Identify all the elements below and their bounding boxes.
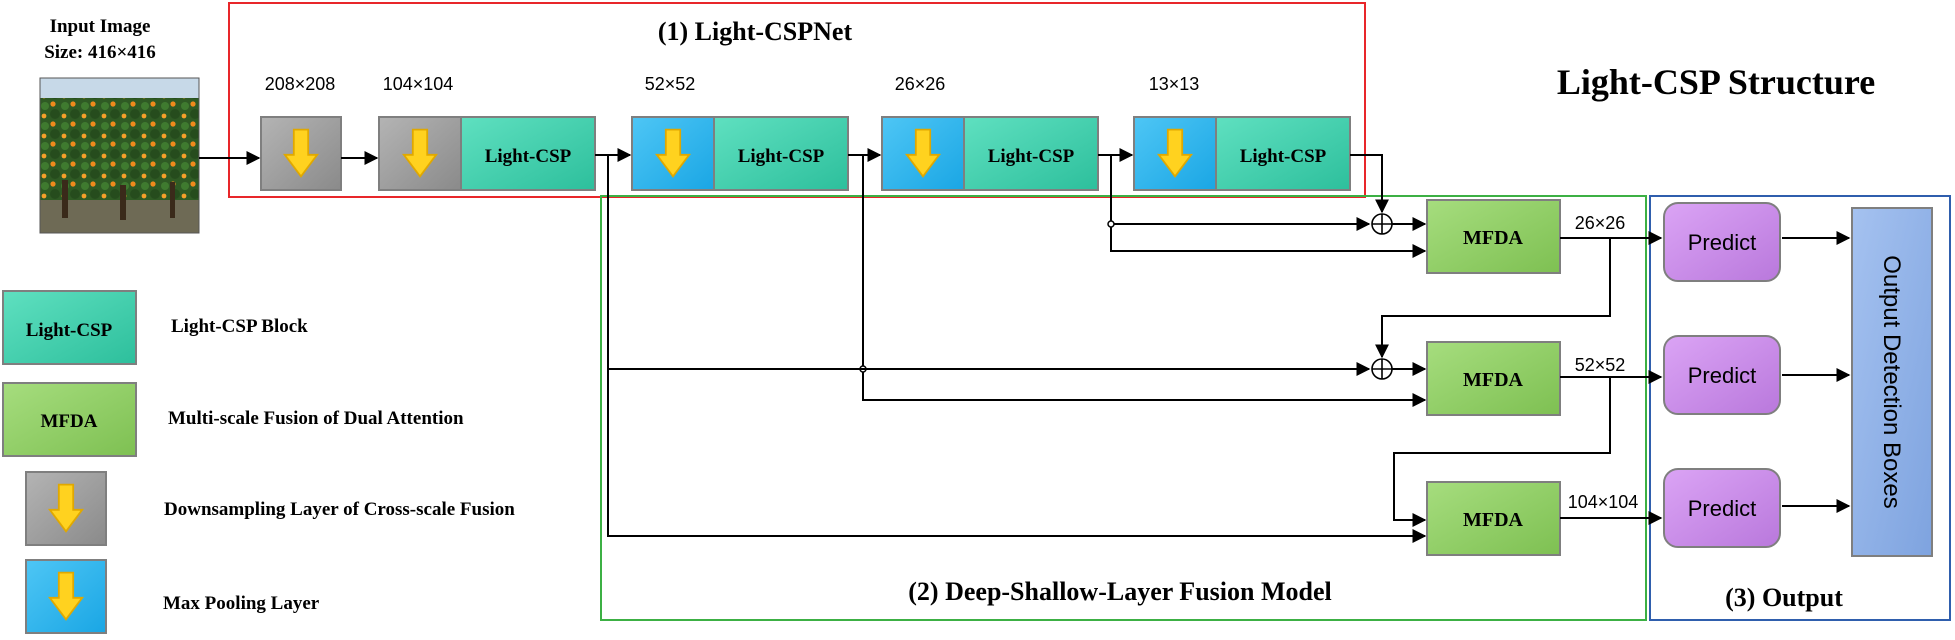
- mfda-label: MFDA: [1463, 227, 1524, 249]
- downsampling-block-1: [260, 116, 342, 191]
- connection-line: [595, 154, 1427, 543]
- legend-label-downsampling: Downsampling Layer of Cross-scale Fusion: [164, 499, 515, 520]
- connection-line: [1350, 154, 1389, 214]
- predict-block-2: Predict: [1663, 335, 1781, 415]
- mfda-scale-2: 52×52: [1575, 355, 1626, 375]
- predict-label: Predict: [1688, 496, 1756, 521]
- mfda-label: MFDA: [1463, 509, 1524, 531]
- input-orchard-image: [39, 77, 200, 234]
- legend: Light-CSP Light-CSP Block MFDA Multi-sca…: [2, 290, 515, 634]
- mfda-block-3: MFDA: [1426, 481, 1561, 556]
- predict-label: Predict: [1688, 230, 1756, 255]
- fusion-model-title: (2) Deep-Shallow-Layer Fusion Model: [908, 577, 1331, 606]
- output-boxes-label: Output Detection Boxes: [1878, 255, 1905, 508]
- fusion-model-frame: [600, 195, 1647, 621]
- scale-label-26: 26×26: [895, 74, 946, 94]
- scale-label-104: 104×104: [383, 74, 454, 94]
- predict-label: Predict: [1688, 363, 1756, 388]
- predict-block-3: Predict: [1663, 468, 1781, 548]
- output-title: (3) Output: [1725, 583, 1843, 612]
- output-detection-boxes: Output Detection Boxes: [1851, 207, 1933, 557]
- structure-title: Light-CSP Structure: [1557, 62, 1875, 102]
- max-pooling-block-3: [1133, 116, 1217, 191]
- light-csp-block-1: Light-CSP: [460, 116, 596, 191]
- legend-item-light-csp: Light-CSP Light-CSP Block: [2, 290, 308, 365]
- connection-line: [1393, 377, 1611, 527]
- mfda-block-2: MFDA: [1426, 341, 1561, 416]
- mfda-label: MFDA: [1463, 369, 1524, 391]
- legend-item-mfda: MFDA Multi-scale Fusion of Dual Attentio…: [2, 382, 464, 457]
- scale-label-13: 13×13: [1149, 74, 1200, 94]
- connection-line: [862, 155, 1427, 407]
- concat-node-1: [1371, 213, 1393, 235]
- light-csp-label: Light-CSP: [1240, 146, 1327, 167]
- concat-node-2: [1371, 358, 1393, 380]
- light-csp-label: Light-CSP: [485, 146, 572, 167]
- max-pooling-block-2: [881, 116, 965, 191]
- connection-line: [1110, 155, 1427, 258]
- legend-symbol-mfda: MFDA: [41, 411, 98, 432]
- legend-label-light-csp: Light-CSP Block: [171, 316, 308, 337]
- light-csp-label: Light-CSP: [738, 146, 825, 167]
- legend-label-max-pooling: Max Pooling Layer: [163, 593, 320, 614]
- light-csp-block-2: Light-CSP: [713, 116, 849, 191]
- input-image-size: Size: 416×416: [44, 42, 156, 63]
- predict-block-1: Predict: [1663, 202, 1781, 282]
- light-cspnet-title: (1) Light-CSPNet: [658, 17, 853, 46]
- legend-symbol-light-csp: Light-CSP: [26, 320, 113, 341]
- mfda-block-1: MFDA: [1426, 199, 1561, 274]
- light-csp-block-4: Light-CSP: [1215, 116, 1351, 191]
- legend-item-max-pooling: Max Pooling Layer: [25, 559, 320, 634]
- output-frame: [1649, 195, 1951, 621]
- max-pooling-block-1: [631, 116, 715, 191]
- legend-label-mfda: Multi-scale Fusion of Dual Attention: [168, 408, 464, 429]
- mfda-scale-3: 104×104: [1568, 492, 1639, 512]
- downsampling-block-2: [378, 116, 462, 191]
- connection-line: [1375, 238, 1611, 359]
- input-image-title: Input Image: [50, 16, 151, 37]
- scale-label-208: 208×208: [265, 74, 336, 94]
- junction-dot: [1107, 220, 1115, 228]
- light-csp-block-3: Light-CSP: [963, 116, 1099, 191]
- light-csp-label: Light-CSP: [988, 146, 1075, 167]
- mfda-scale-1: 26×26: [1575, 213, 1626, 233]
- legend-item-downsampling: Downsampling Layer of Cross-scale Fusion: [25, 471, 515, 546]
- scale-label-52: 52×52: [645, 74, 696, 94]
